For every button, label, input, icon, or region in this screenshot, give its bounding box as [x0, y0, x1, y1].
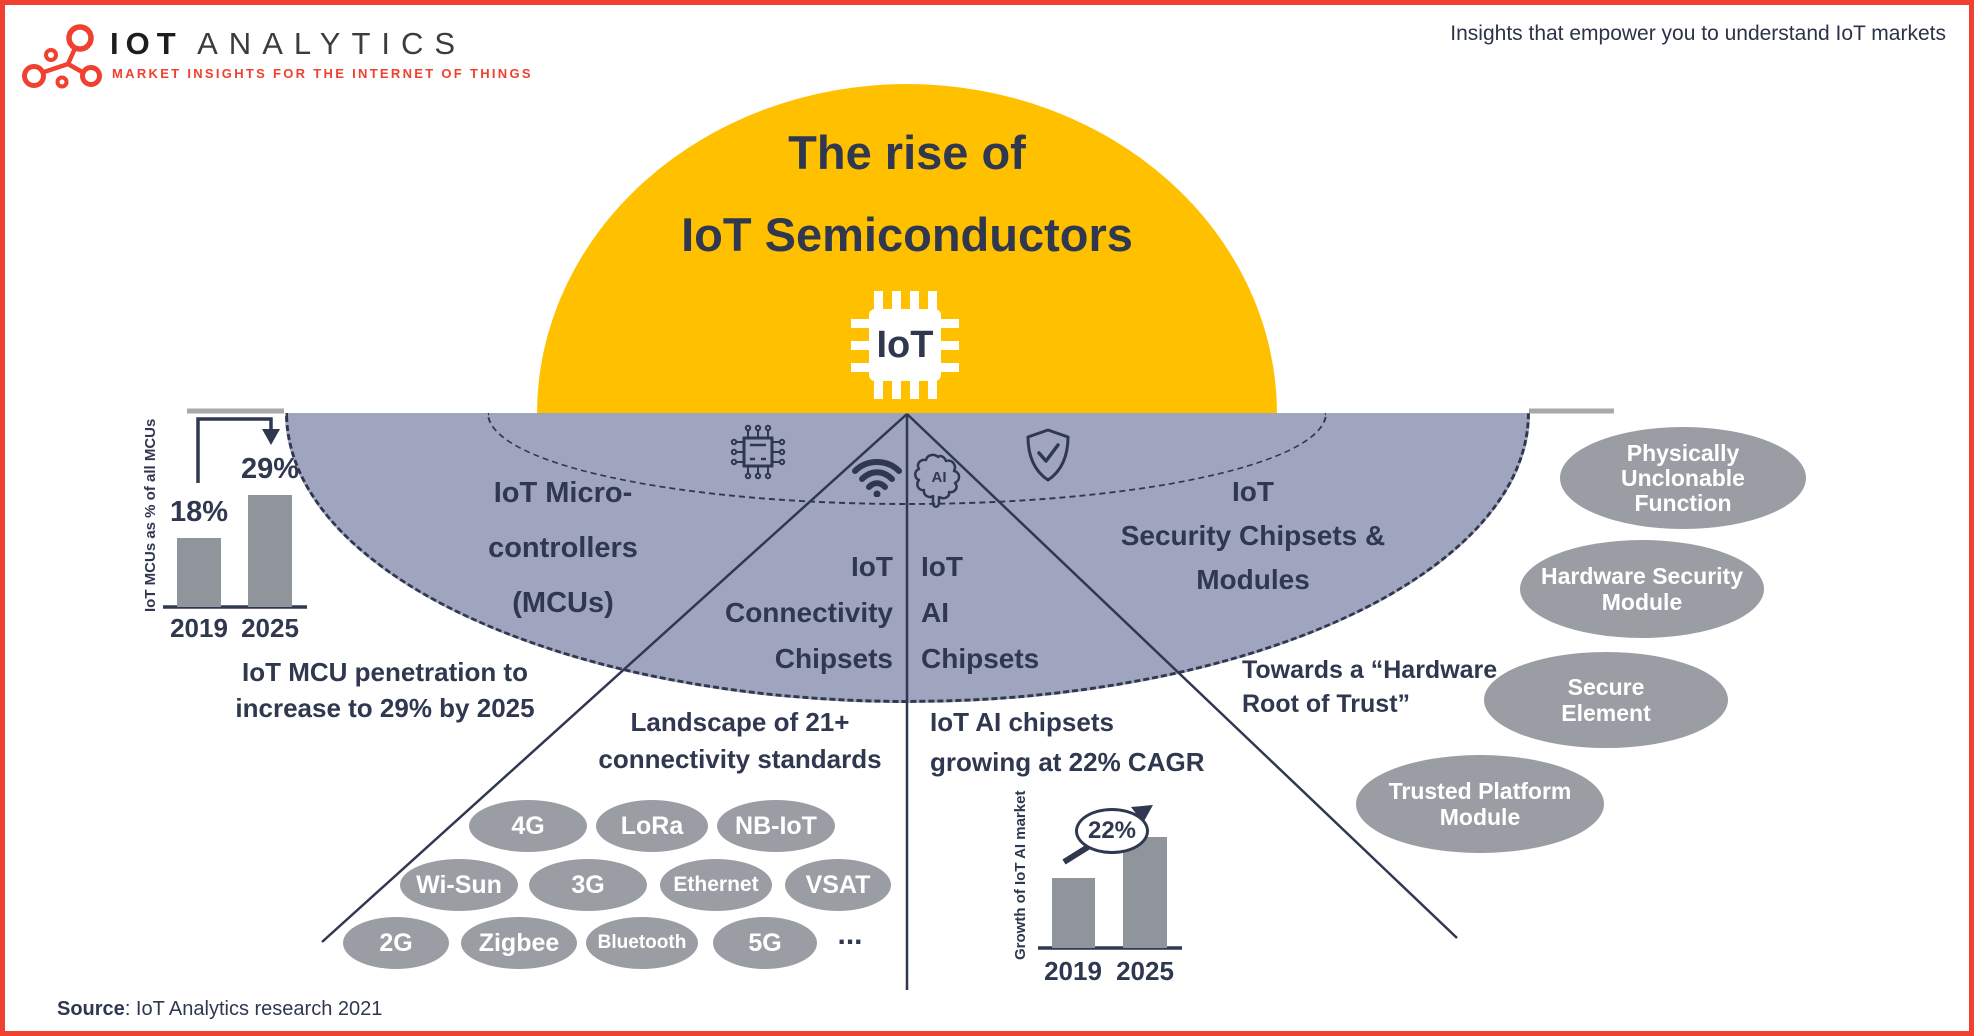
source-text: : IoT Analytics research 2021	[124, 998, 383, 1020]
main-title-line2: IoT Semiconductors	[681, 208, 1133, 261]
standard-3g: 3G	[529, 859, 647, 911]
mcu-bar-2019	[177, 538, 221, 607]
segment-label-security: IoT Security Chipsets & Modules	[1120, 476, 1386, 595]
ai-chart-ylabel: Growth of IoT AI market	[1012, 790, 1029, 960]
source-label: Source	[57, 998, 125, 1020]
microchip-icon	[730, 424, 786, 480]
standard-ethernet: Ethernet	[660, 859, 772, 911]
module-puf: Physically Unclonable Function	[1560, 427, 1806, 529]
ai-xtick-2025: 2025	[1116, 956, 1174, 986]
logo-word-iot: IOT	[110, 26, 183, 61]
ai-bar-2019	[1052, 878, 1095, 948]
ai-brain-icon: AI	[914, 453, 961, 508]
standard-wisun: Wi-Sun	[400, 859, 518, 911]
main-title: The rise of IoT Semiconductors	[607, 112, 1207, 276]
source-note: Source: IoT Analytics research 2021	[57, 998, 382, 1021]
logo-tagline: MARKET INSIGHTS FOR THE INTERNET OF THIN…	[112, 66, 533, 81]
standard-bluetooth: Bluetooth	[586, 917, 698, 969]
mcu-xtick-2025: 2025	[241, 613, 299, 643]
mcu-bar-2025	[248, 495, 292, 607]
wifi-icon	[852, 459, 902, 497]
mcu-bar-2019-label: 18%	[169, 496, 229, 528]
standard-lora: LoRa	[596, 800, 708, 852]
logo-word-analytics: ANALYTICS	[197, 26, 467, 61]
iot-chip-icon: IoT	[851, 291, 959, 399]
chip-body-label: IoT	[869, 309, 941, 381]
ai-bar-2025	[1123, 837, 1167, 948]
mcu-bar-2025-label: 29%	[240, 453, 300, 485]
connectivity-caption: Landscape of 21+ connectivity standards	[598, 707, 882, 774]
mcu-xtick-2019: 2019	[170, 613, 228, 643]
svg-text:AI: AI	[932, 469, 947, 486]
main-title-line1: The rise of	[788, 126, 1026, 179]
header-slogan: Insights that empower you to understand …	[1450, 22, 1946, 45]
iot-analytics-logo-icon	[22, 24, 102, 89]
standard-zigbee: Zigbee	[461, 917, 577, 969]
ai-caption: IoT AI chipsets growing at 22% CAGR	[930, 707, 1205, 777]
logo-wordmark: IOT ANALYTICS	[110, 26, 466, 62]
standard-4g: 4G	[469, 800, 587, 852]
module-hsm: Hardware Security Module	[1520, 540, 1764, 638]
standard-vsat: VSAT	[785, 859, 891, 911]
module-tpm: Trusted Platform Module	[1356, 755, 1604, 853]
standard-nbiot: NB-IoT	[717, 800, 835, 852]
standards-more-ellipsis: ...	[837, 918, 863, 951]
standard-5g: 5G	[713, 917, 817, 969]
segment-label-connectivity: IoT Connectivity Chipsets	[724, 551, 893, 674]
ai-xtick-2019: 2019	[1044, 956, 1102, 986]
cagr-badge: 22%	[1075, 808, 1149, 854]
mcu-caption: IoT MCU penetration to increase to 29% b…	[235, 657, 535, 723]
module-secure-element: Secure Element	[1484, 652, 1728, 748]
standard-2g: 2G	[343, 917, 449, 969]
